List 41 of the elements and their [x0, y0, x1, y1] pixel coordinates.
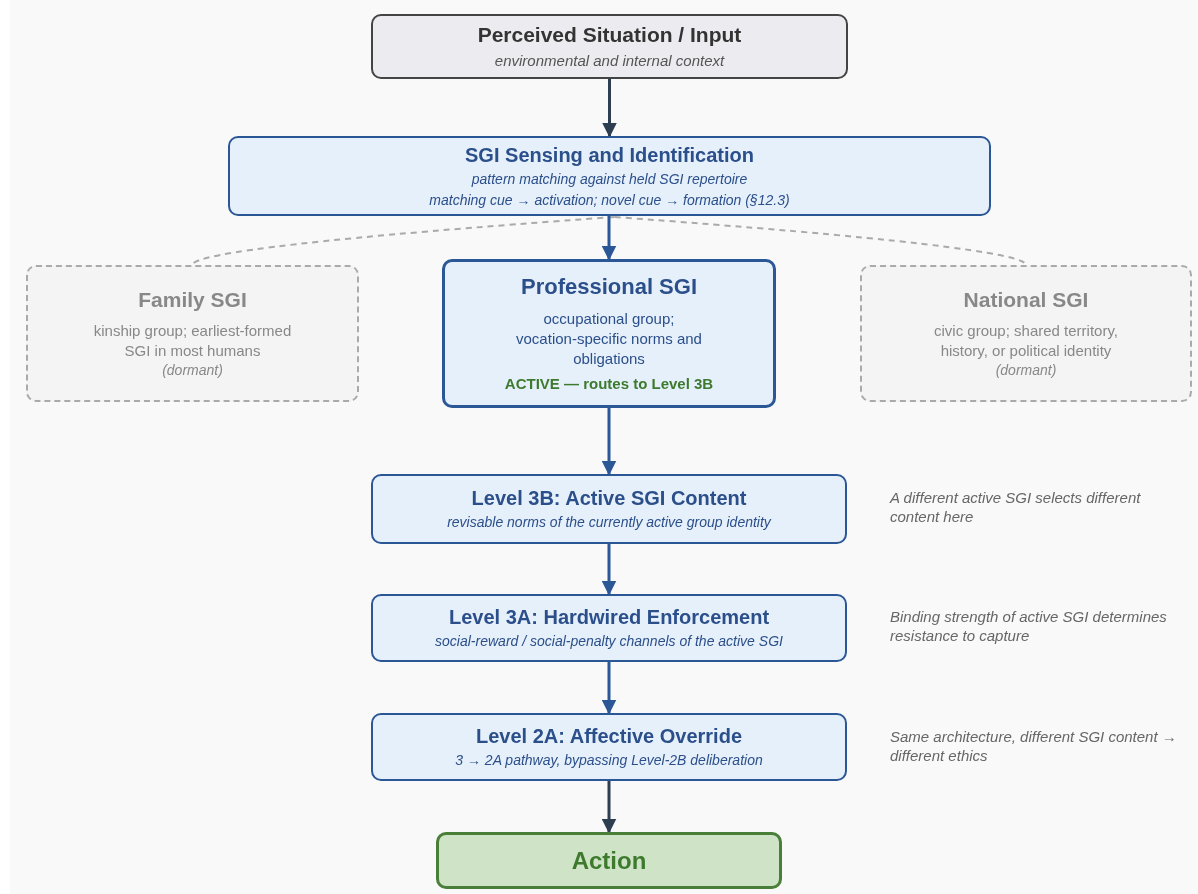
arrow [602, 79, 617, 138]
node-note: ACTIVE — routes to Level 3B [504, 373, 714, 394]
dormant-box [860, 265, 1192, 402]
node-title: Level 2A: Affective Override [475, 724, 742, 750]
process-box [228, 136, 991, 216]
node-title: Level 3B: Active SGI Content [471, 486, 747, 512]
node-title: Action [571, 845, 647, 876]
node-title: Family SGI [138, 286, 247, 313]
node-title: National SGI [963, 286, 1089, 313]
output-box [436, 832, 782, 889]
arrow [601, 544, 617, 596]
arrow [601, 216, 617, 261]
node-subtitle: 3 → 2A pathway, bypassing Level-2B deliberation [455, 751, 763, 770]
node-subtitle: occupational group; vocation-specific norms and obligations [515, 308, 703, 370]
node-title: SGI Sensing and Identification [465, 142, 754, 168]
side-note: Same architecture, different SGI content → different ethics [890, 727, 1178, 765]
arrow [601, 408, 617, 476]
node-title: Level 3A: Hardwired Enforcement [448, 605, 770, 631]
node-note: matching cue → activation; novel cue → formation (§12.3) [429, 190, 790, 210]
process-box [371, 594, 847, 662]
node-subtitle: social-reward / social-penalty channels of the active SGI [435, 632, 783, 651]
node-note: (dormant) [162, 361, 223, 381]
node-subtitle: pattern matching against held SGI repertoire [471, 169, 748, 189]
dashed-connector [613, 216, 1027, 266]
node-title: Professional SGI [520, 273, 698, 301]
node-title: Perceived Situation / Input [477, 22, 742, 49]
node-subtitle: environmental and internal context [494, 50, 725, 71]
node-subtitle: revisable norms of the currently active group identity [447, 513, 771, 532]
node-subtitle: kinship group; earliest-formed SGI in most humans [92, 320, 293, 362]
node-subtitle: civic group; shared territory, history, or political identity [933, 320, 1119, 362]
arrow [601, 781, 617, 834]
dormant-box [26, 265, 359, 402]
process-box [371, 713, 847, 781]
input-box [371, 14, 848, 79]
node-note: (dormant) [995, 361, 1057, 381]
active-box [442, 259, 776, 408]
arrow [601, 662, 617, 715]
side-note: A different active SGI selects different content here [890, 488, 1142, 526]
dashed-connector [191, 216, 616, 266]
side-note: Binding strength of active SGI determines resistance to capture [890, 607, 1168, 645]
process-box [371, 474, 847, 544]
